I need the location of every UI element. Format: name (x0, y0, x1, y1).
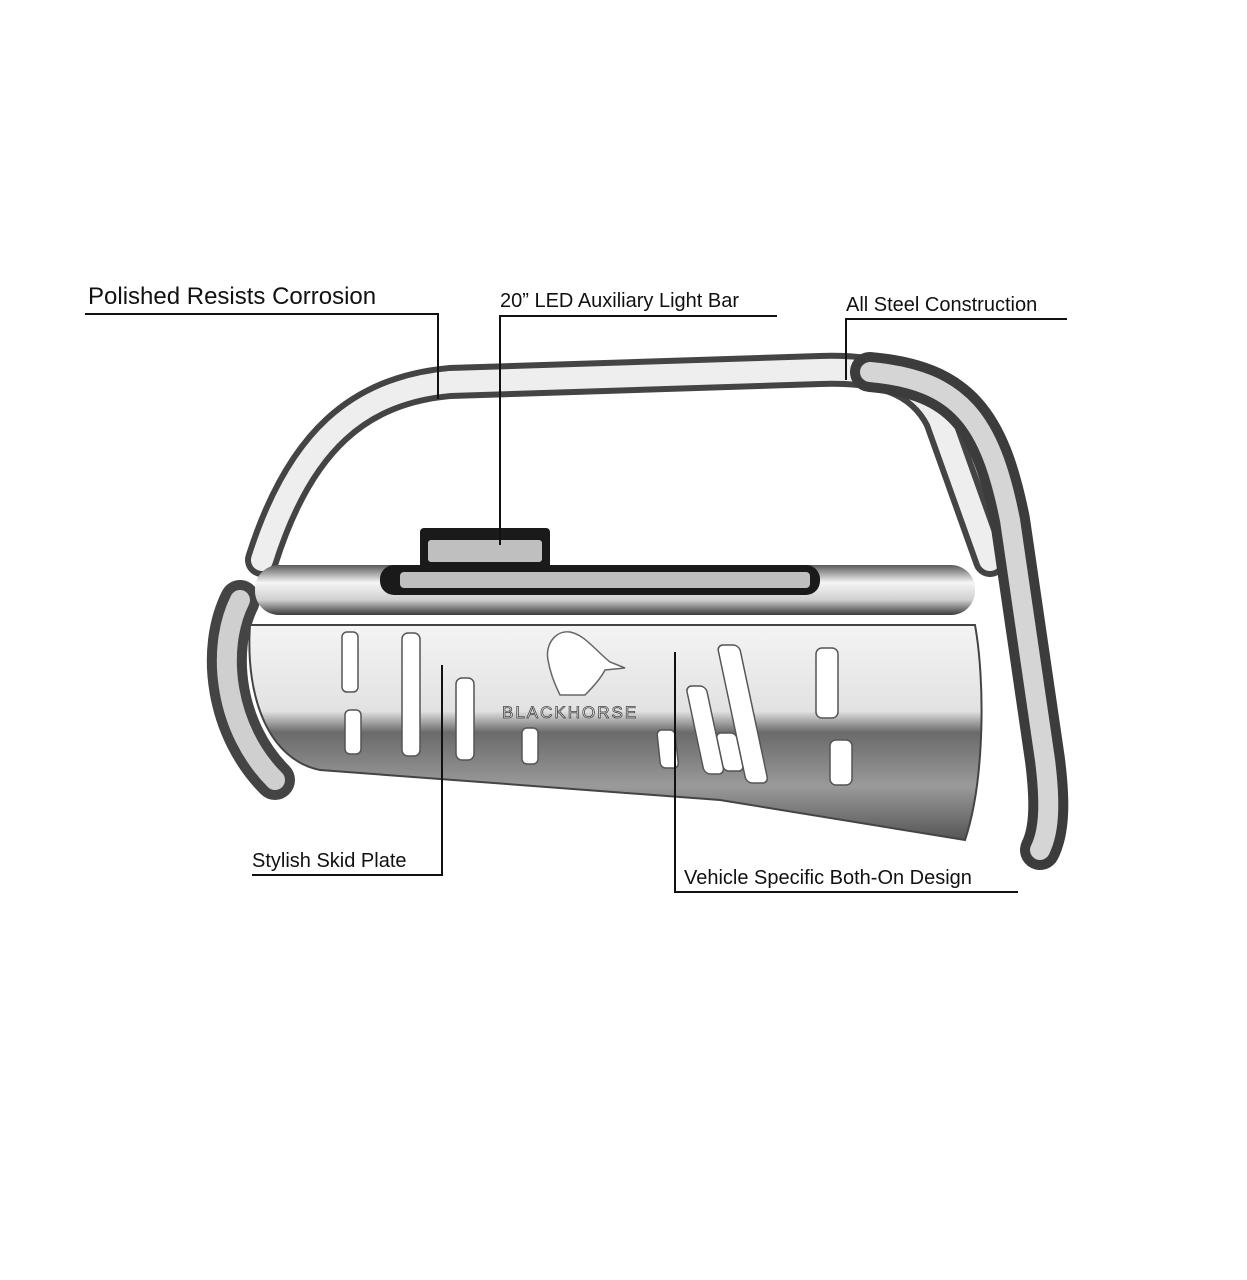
callout-all-steel-construction: All Steel Construction (846, 294, 1038, 316)
callout-underline (675, 891, 1018, 893)
callout-vehicle-specific-design: Vehicle Specific Both-On Design (684, 867, 972, 889)
horse-logo (546, 631, 626, 696)
skid-plate (248, 624, 983, 842)
callout-polished-resists-corrosion: Polished Resists Corrosion (88, 283, 377, 310)
callout-leader (441, 665, 443, 876)
brand-logo-text: BLACKHORSE (502, 703, 638, 722)
callout-leader (499, 315, 501, 545)
callout-leader (845, 318, 847, 380)
hoop-tube (206, 352, 1069, 870)
led-light-bar (380, 528, 820, 595)
callout-leader (674, 652, 676, 893)
callout-led-light-bar: 20” LED Auxiliary Light Bar (500, 290, 740, 312)
callout-underline (499, 315, 777, 317)
skid-plate-slots (341, 631, 853, 786)
callout-leader (437, 313, 439, 399)
callout-underline (85, 313, 439, 315)
callout-underline (252, 874, 443, 876)
callout-underline (845, 318, 1067, 320)
callout-stylish-skid-plate: Stylish Skid Plate (252, 850, 407, 872)
